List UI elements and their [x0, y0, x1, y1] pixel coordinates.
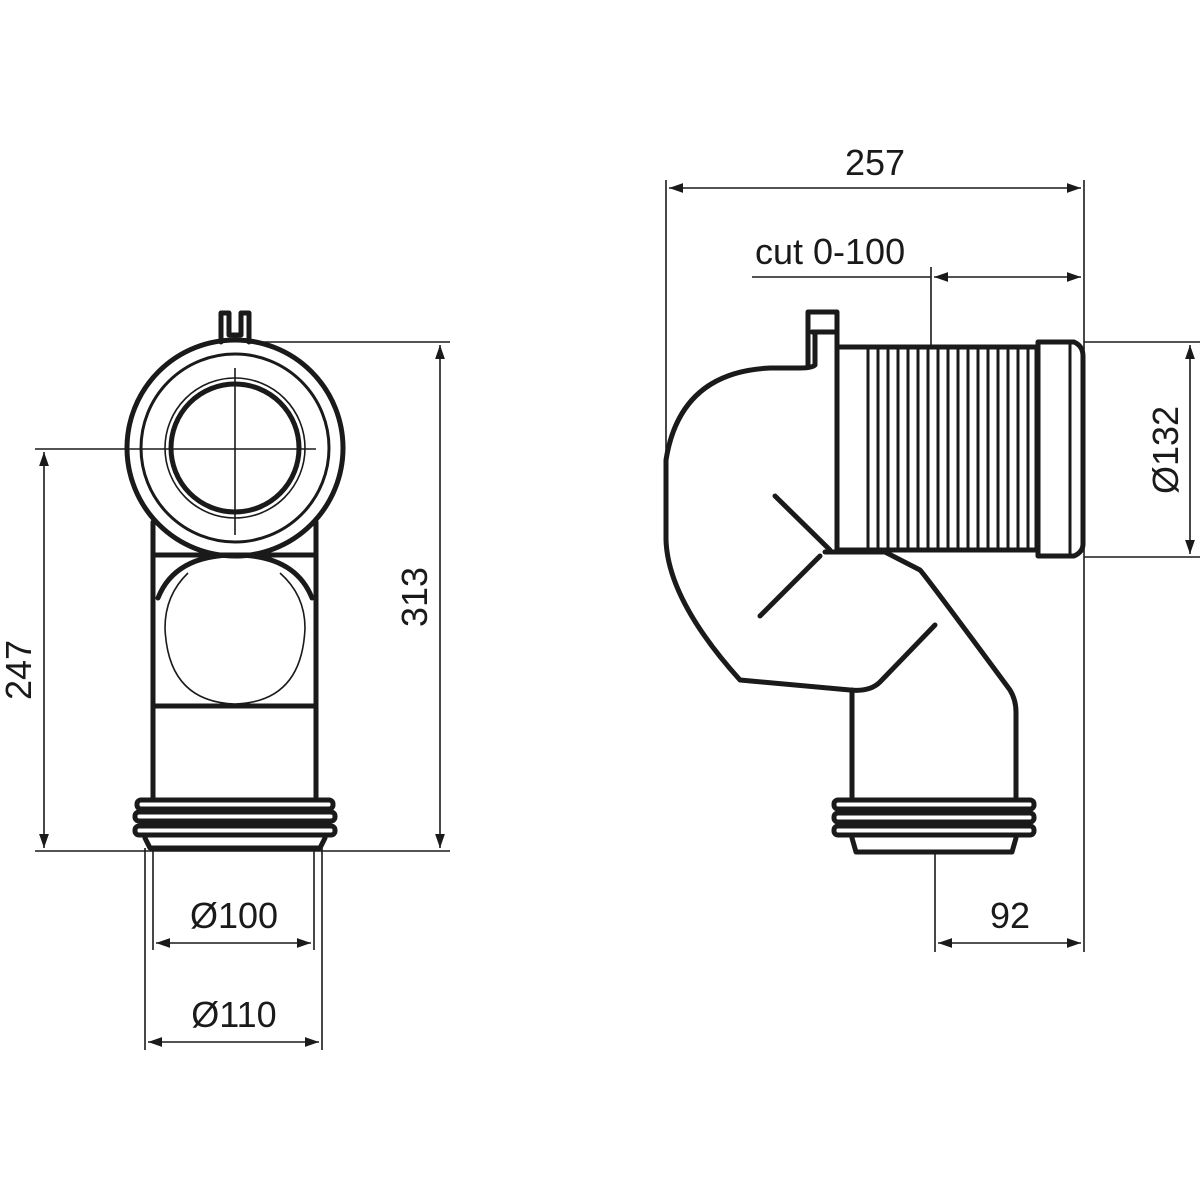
side-view: 257 cut 0-100 Ø132 92	[663, 142, 1200, 952]
middle-ring	[139, 352, 331, 544]
seal-base	[142, 835, 328, 851]
front-view: 313 247 Ø100 Ø110	[0, 310, 450, 1050]
dim-label-d132: Ø132	[1145, 406, 1186, 494]
bowl-arc-top	[155, 552, 315, 601]
inlet-collar	[1035, 339, 1086, 559]
outlet-right-edge	[822, 549, 1019, 803]
side-seal-rib-1	[831, 797, 1037, 812]
side-seal-rib-2	[831, 810, 1037, 825]
side-seal-base	[849, 835, 1019, 855]
seal-rib-2	[132, 809, 338, 824]
elbow-outer-curve	[663, 332, 938, 693]
mounting-tab	[218, 310, 252, 345]
seal-rib-1	[134, 797, 336, 812]
dim-label-92: 92	[990, 895, 1030, 936]
corrugation-ribs	[866, 347, 1030, 550]
elbow-inner-line-1	[772, 493, 833, 553]
dim-label-247: 247	[0, 640, 39, 700]
dim-label-d100: Ø100	[190, 895, 278, 936]
dim-label-cut: cut 0-100	[755, 231, 905, 272]
bowl-circle	[164, 572, 306, 705]
dim-label-d110: Ø110	[191, 994, 276, 1035]
side-seal-rib-3	[831, 823, 1037, 838]
elbow-inner-line-2	[757, 553, 823, 619]
seal-rib-3	[132, 823, 338, 838]
dim-label-313: 313	[394, 567, 435, 627]
dim-label-257: 257	[845, 142, 905, 183]
side-mounting-tab	[805, 309, 840, 368]
